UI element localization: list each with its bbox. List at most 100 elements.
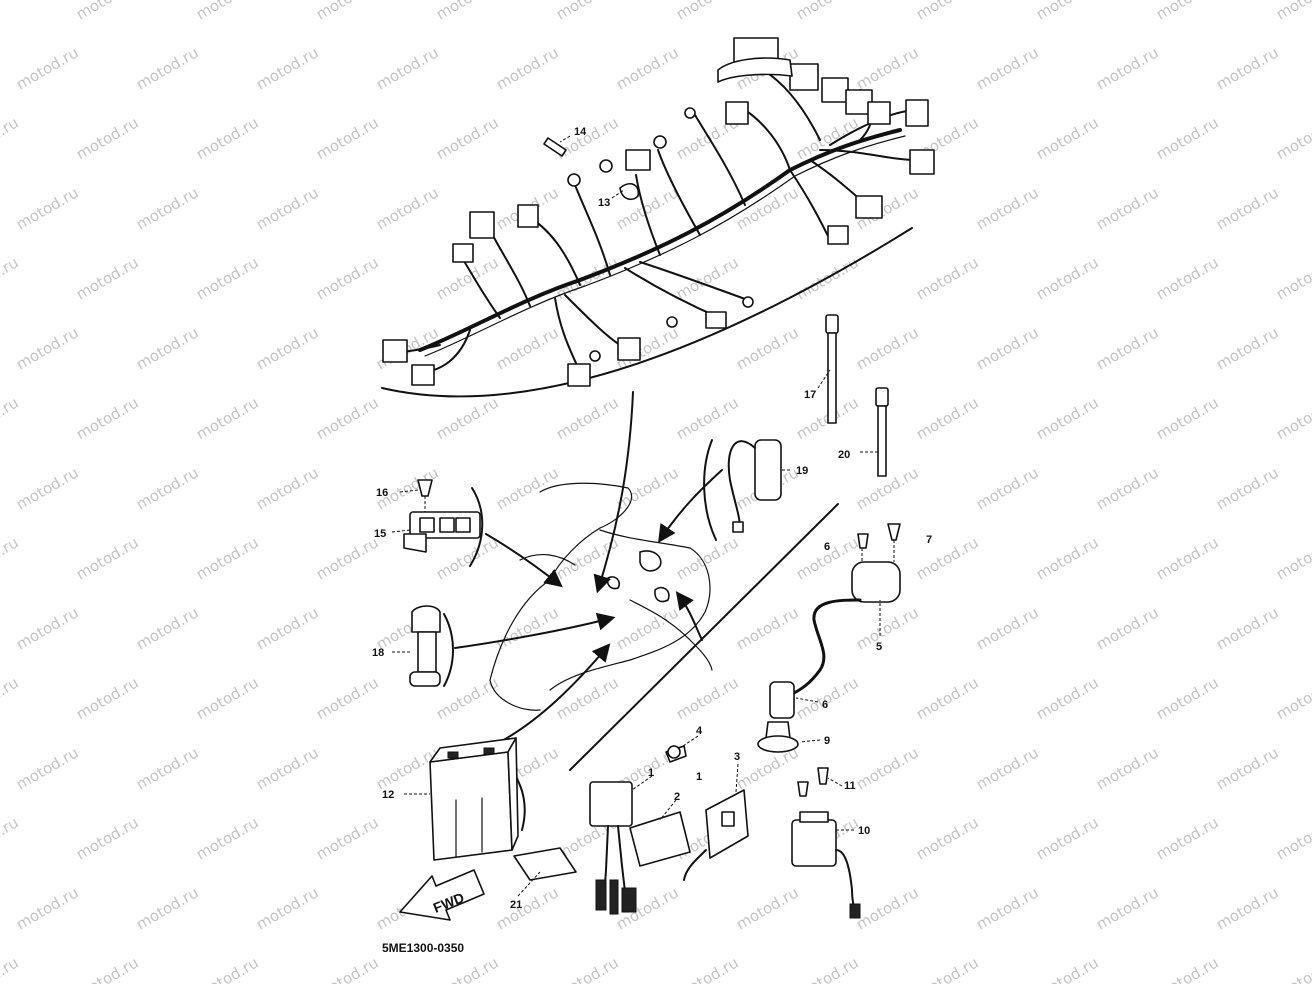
watermark-text: motod.ru bbox=[13, 743, 82, 793]
callout-10: 10 bbox=[858, 825, 870, 837]
watermark-text: motod.ru bbox=[1153, 0, 1222, 23]
watermark-text: motod.ru bbox=[0, 393, 22, 443]
watermark-text: motod.ru bbox=[673, 673, 742, 723]
part-5-ignition-coil bbox=[790, 523, 901, 696]
callout-18: 18 bbox=[372, 647, 384, 659]
callout-21: 21 bbox=[510, 899, 522, 911]
watermark-text: motod.ru bbox=[1033, 113, 1102, 163]
watermark-text: motod.ru bbox=[913, 253, 982, 303]
watermark-text: motod.ru bbox=[13, 43, 82, 93]
watermark-text: motod.ru bbox=[73, 393, 142, 443]
watermark-text: motod.ru bbox=[1033, 953, 1102, 984]
watermark-text: motod.ru bbox=[1033, 533, 1102, 583]
watermark-text: motod.ru bbox=[913, 673, 982, 723]
watermark-text: motod.ru bbox=[133, 183, 202, 233]
watermark-text: motod.ru bbox=[913, 393, 982, 443]
watermark-text: motod.ru bbox=[1213, 463, 1282, 513]
callout-13: 13 bbox=[598, 197, 610, 209]
watermark-text: motod.ru bbox=[973, 43, 1042, 93]
watermark-text: motod.ru bbox=[493, 43, 562, 93]
watermark-text: motod.ru bbox=[1273, 0, 1312, 23]
watermark-text: motod.ru bbox=[253, 463, 322, 513]
watermark-text: motod.ru bbox=[13, 323, 82, 373]
watermark-text: motod.ru bbox=[793, 113, 862, 163]
watermark-text: motod.ru bbox=[193, 813, 262, 863]
watermark-text: motod.ru bbox=[433, 533, 502, 583]
watermark-text: motod.ru bbox=[313, 673, 382, 723]
watermark-text: motod.ru bbox=[793, 0, 862, 23]
watermark-text: motod.ru bbox=[133, 603, 202, 653]
callout-5: 5 bbox=[876, 641, 882, 653]
part-12-battery bbox=[429, 737, 519, 861]
watermark-text: motod.ru bbox=[433, 673, 502, 723]
watermark-text: motod.ru bbox=[73, 113, 142, 163]
watermark-text: motod.ru bbox=[1153, 813, 1222, 863]
bolt-7 bbox=[887, 523, 901, 541]
watermark-text: motod.ru bbox=[373, 183, 442, 233]
callout-6b: 6 bbox=[822, 699, 828, 711]
watermark-text: motod.ru bbox=[73, 253, 142, 303]
watermark-text: motod.ru bbox=[493, 883, 562, 933]
watermark-text: motod.ru bbox=[0, 673, 22, 723]
watermark-text: motod.ru bbox=[1033, 813, 1102, 863]
watermark-text: motod.ru bbox=[1153, 673, 1222, 723]
watermark-text: motod.ru bbox=[913, 533, 982, 583]
watermark-text: motod.ru bbox=[0, 813, 22, 863]
watermark-text: motod.ru bbox=[253, 43, 322, 93]
watermark-text: motod.ru bbox=[253, 883, 322, 933]
watermark-text: motod.ru bbox=[673, 393, 742, 443]
callout-leaders bbox=[391, 135, 881, 897]
watermark-text: motod.ru bbox=[1153, 113, 1222, 163]
watermark-text: motod.ru bbox=[1213, 183, 1282, 233]
watermark-text: motod.ru bbox=[1273, 253, 1312, 303]
separator-line bbox=[569, 503, 839, 771]
watermark-text: motod.ru bbox=[13, 183, 82, 233]
watermark-text: motod.ru bbox=[973, 463, 1042, 513]
watermark-text: motod.ru bbox=[853, 323, 922, 373]
watermark-text: motod.ru bbox=[1213, 603, 1282, 653]
connector-block bbox=[382, 339, 408, 363]
watermark-text: motod.ru bbox=[193, 953, 262, 984]
watermark-text: motod.ru bbox=[913, 813, 982, 863]
watermark-text: motod.ru bbox=[913, 0, 982, 23]
frame-silhouette bbox=[489, 482, 713, 711]
watermark-text: motod.ru bbox=[313, 113, 382, 163]
watermark-text: motod.ru bbox=[1033, 393, 1102, 443]
callout-1: 1 bbox=[648, 767, 654, 779]
watermark-text: motod.ru bbox=[553, 113, 622, 163]
part-19-sensor bbox=[727, 439, 782, 533]
watermark-text: motod.ru bbox=[433, 113, 502, 163]
watermark-text: motod.ru bbox=[673, 0, 742, 23]
watermark-text: motod.ru bbox=[193, 0, 262, 23]
watermark-text: motod.ru bbox=[1273, 813, 1312, 863]
watermark-text: motod.ru bbox=[1273, 113, 1312, 163]
watermark-text: motod.ru bbox=[1033, 673, 1102, 723]
watermark-text: motod.ru bbox=[1033, 0, 1102, 23]
callout-labels: 14 13 17 20 19 16 15 18 6 7 5 6 9 4 3 1 … bbox=[372, 126, 932, 911]
watermark-text: motod.ru bbox=[0, 113, 22, 163]
watermark-text: motod.ru bbox=[373, 43, 442, 93]
watermark-text: motod.ru bbox=[1033, 253, 1102, 303]
watermark-text: motod.ru bbox=[73, 813, 142, 863]
watermark-text: motod.ru bbox=[73, 953, 142, 984]
callout-2: 2 bbox=[674, 791, 680, 803]
watermark-text: motod.ru bbox=[1213, 43, 1282, 93]
watermark-text: motod.ru bbox=[1093, 603, 1162, 653]
watermark-text: motod.ru bbox=[673, 533, 742, 583]
watermark-text: motod.ru bbox=[0, 533, 22, 583]
watermark-text: motod.ru bbox=[1093, 883, 1162, 933]
part-9-boot bbox=[757, 721, 799, 753]
callout-9: 9 bbox=[824, 735, 830, 747]
part-20-cable-tie bbox=[875, 387, 889, 477]
watermark-text: motod.ru bbox=[73, 0, 142, 23]
watermark-text: motod.ru bbox=[13, 463, 82, 513]
bolt-6 bbox=[857, 533, 869, 549]
watermark-text: motod.ru bbox=[1093, 323, 1162, 373]
watermark-text: motod.ru bbox=[313, 0, 382, 23]
screw-11 bbox=[817, 767, 829, 785]
watermark-text: motod.ru bbox=[313, 253, 382, 303]
watermark-text: motod.ru bbox=[433, 393, 502, 443]
watermark-text: motod.ru bbox=[73, 673, 142, 723]
part-18-relay bbox=[409, 605, 441, 687]
